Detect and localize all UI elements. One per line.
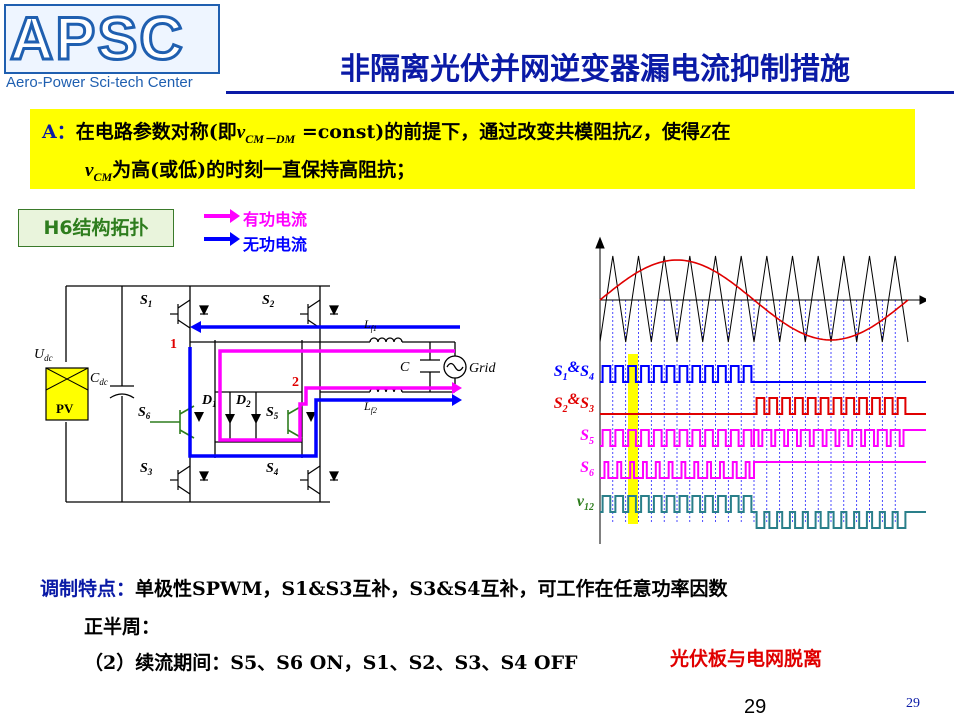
svg-text:Lf1: Lf1	[363, 317, 377, 333]
note-sub: CM－DM	[245, 131, 296, 146]
note-text: =const)的前提下，通过改变共模阻抗	[295, 121, 632, 143]
node-2: 2	[292, 375, 299, 390]
label-s3: S	[140, 461, 148, 476]
waveform-label: v12	[577, 493, 594, 513]
label-cdc: C	[90, 371, 100, 386]
trace-s5	[600, 429, 916, 447]
label-l2: L	[363, 399, 371, 413]
note-text: ，使得	[642, 121, 700, 143]
label-d1: D	[201, 393, 212, 408]
note-line-1: A：在电路参数对称(即vCM－DM =const)的前提下，通过改变共模阻抗Z，…	[42, 117, 903, 155]
label-s2: S	[262, 293, 270, 308]
note-text: 在电路参数对称(即	[75, 121, 237, 143]
half-cycle-label: 正半周：	[84, 616, 161, 638]
label-cap: C	[400, 360, 410, 375]
note-sub: CM	[93, 169, 113, 184]
label-grid: Grid	[469, 361, 496, 376]
page-number: 29	[744, 696, 767, 718]
label-s1: S	[140, 293, 148, 308]
highlight-note: A：在电路参数对称(即vCM－DM =const)的前提下，通过改变共模阻抗Z，…	[30, 109, 915, 189]
svg-text:D2: D2	[235, 393, 251, 409]
active-arrow-head	[230, 209, 240, 223]
modulation-title: 调制特点：	[40, 578, 136, 600]
note-var: v	[236, 122, 246, 143]
waveform-label: S2&S3	[554, 391, 594, 415]
svg-text:S4: S4	[266, 461, 279, 477]
reference-sine	[599, 259, 909, 341]
page-number-small: 29	[906, 696, 920, 711]
label-l1: L	[363, 317, 371, 331]
svg-text:Lf2: Lf2	[363, 399, 377, 415]
modulation-line: 调制特点：单极性SPWM，S1&S3互补，S3&S4互补，可工作在任意功率因数	[40, 574, 727, 601]
title-rule	[226, 91, 954, 94]
legend-active-current: 有功电流	[243, 210, 308, 229]
pv-panel	[45, 367, 89, 421]
note-text: 为高(或低)的时刻一直保持高阻抗；	[112, 158, 416, 181]
svg-text:D1: D1	[201, 393, 217, 409]
logo-subtitle: Aero-Power Sci-tech Center	[6, 74, 193, 91]
highlight-band	[628, 354, 638, 524]
node-1: 1	[170, 337, 177, 352]
label-pv: PV	[56, 401, 74, 416]
label-udc: U	[34, 347, 45, 362]
trace-s6	[600, 461, 916, 479]
svg-text:S2: S2	[262, 293, 275, 309]
note-var: v	[85, 159, 94, 181]
legend-reactive-current: 无功电流	[243, 235, 308, 254]
svg-text:S5: S5	[266, 405, 279, 421]
waveform-label: S1&S4	[554, 359, 594, 383]
note-var: Z	[699, 122, 712, 143]
svg-text:Udc: Udc	[34, 347, 53, 363]
trace-s2-s3	[600, 397, 916, 415]
label-s5: S	[266, 405, 274, 420]
svg-text:S6: S6	[138, 405, 151, 421]
label-cdc-sub: dc	[99, 377, 108, 387]
label-s4: S	[266, 461, 274, 476]
y-axis-arrow	[595, 236, 605, 249]
trace-v12	[600, 495, 916, 529]
waveform-label: S5	[580, 427, 594, 447]
slide-title: 非隔离光伏并网逆变器漏电流抑制措施	[340, 52, 850, 87]
legend-arrows	[204, 209, 240, 246]
svg-text:Cdc: Cdc	[90, 371, 108, 387]
svg-text:S1: S1	[140, 293, 152, 309]
svg-text:S3: S3	[140, 461, 153, 477]
triangle-carrier	[599, 255, 909, 343]
pv-disconnect-note: 光伏板与电网脱离	[670, 648, 823, 670]
reactive-arrow-head	[230, 232, 240, 246]
modulation-text: 单极性SPWM，S1&S3互补，S3&S4互补，可工作在任意功率因数	[135, 578, 728, 600]
trace-s1-s4	[600, 365, 916, 383]
apsc-logo: APSC Aero-Power Sci-tech Center	[4, 4, 220, 94]
h6-circuit-diagram: Udc Cdc PV S1 S2 S3 S4 S5 S6 D1 D2 Lf1 L…	[34, 285, 496, 503]
note-var: Z	[631, 122, 643, 143]
carrier-axis-arrow	[919, 295, 926, 305]
note-lead: A：	[42, 121, 76, 143]
h6-topology-label: H6结构拓扑	[18, 209, 174, 247]
label-d2: D	[235, 393, 246, 408]
waveform-label: S6	[580, 459, 594, 479]
logo-main-text: APSC	[9, 4, 185, 73]
label-udc-sub: dc	[44, 353, 53, 363]
note-text: 在	[711, 121, 731, 143]
note-line-2: vCM为高(或低)的时刻一直保持高阻抗；	[42, 155, 903, 193]
logo-mark	[4, 4, 220, 74]
label-s6: S	[138, 405, 146, 420]
freewheel-text: （2）续流期间：S5、S6 ON，S1、S2、S3、S4 OFF	[84, 652, 578, 674]
